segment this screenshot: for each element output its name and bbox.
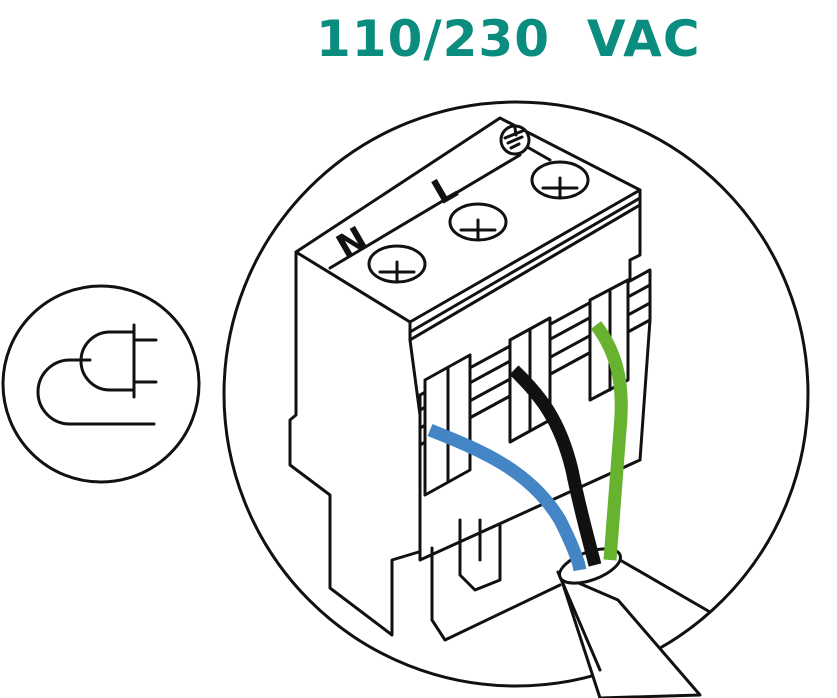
earth-wire-green xyxy=(590,321,628,561)
detail-view-frame xyxy=(222,100,810,688)
screw-n xyxy=(367,244,427,284)
voltage-title: 110/230 VAC xyxy=(316,10,701,68)
neutral-wire-blue xyxy=(427,423,587,572)
live-wire-black xyxy=(509,365,602,567)
power-plug-icon xyxy=(1,284,201,484)
terminal-block: N L xyxy=(288,116,652,642)
screw-earth xyxy=(530,160,590,200)
ground-symbol-icon xyxy=(499,124,531,156)
screw-l xyxy=(448,202,508,242)
